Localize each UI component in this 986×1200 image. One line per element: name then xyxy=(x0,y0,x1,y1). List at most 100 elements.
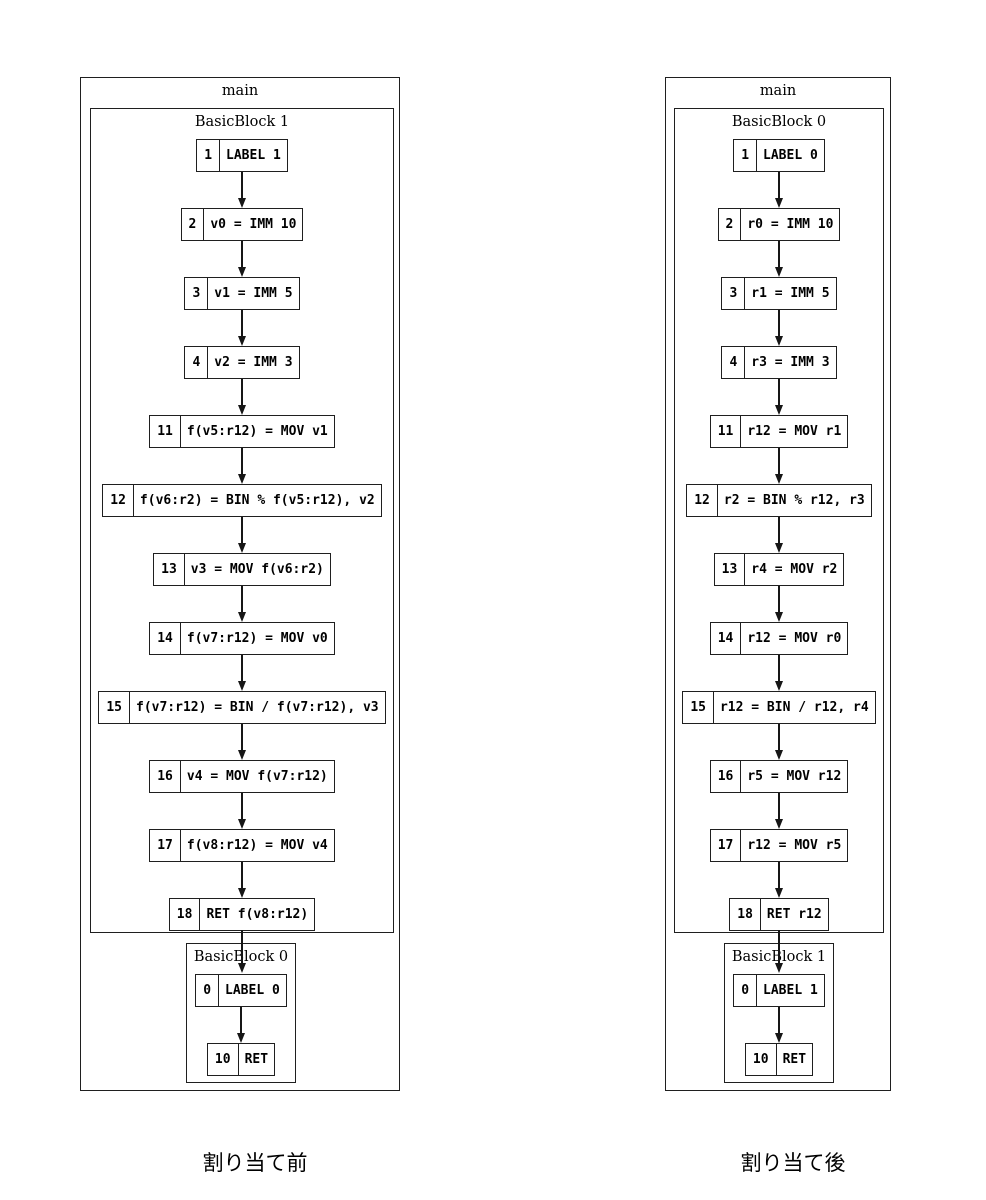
instruction-text: f(v5:r12) = MOV v1 xyxy=(186,424,328,439)
instruction-text: r12 = MOV r0 xyxy=(747,631,842,646)
arrowhead-icon xyxy=(236,1033,245,1043)
instruction-node: 13 v3 = MOV f(v6:r2) xyxy=(153,553,331,586)
edge-line xyxy=(241,862,243,889)
edge-line xyxy=(778,655,780,682)
edge-arrow xyxy=(236,793,248,829)
edge-arrow xyxy=(773,379,785,415)
edge-arrow xyxy=(236,586,248,622)
instruction-text: v2 = IMM 3 xyxy=(214,355,293,370)
graph-title: main xyxy=(221,83,259,99)
instruction-text: r12 = MOV r5 xyxy=(747,838,842,853)
edge-line xyxy=(240,1007,242,1034)
arrowhead-icon xyxy=(237,681,246,691)
edge-arrow xyxy=(235,1007,247,1043)
arrowhead-icon xyxy=(774,819,783,829)
edge-arrow xyxy=(773,793,785,829)
instruction-text: r2 = BIN % r12, r3 xyxy=(723,493,865,508)
instruction-node: 16 v4 = MOV f(v7:r12) xyxy=(149,760,335,793)
instruction-text: RET r12 xyxy=(766,907,822,922)
instruction-text: RET f(v8:r12) xyxy=(206,907,309,922)
instruction-id: 13 xyxy=(154,554,185,585)
instruction-text: f(v7:r12) = MOV v0 xyxy=(186,631,328,646)
arrowhead-icon xyxy=(774,267,783,277)
edge-arrow xyxy=(773,586,785,622)
edge-arrow xyxy=(773,724,785,760)
edge-arrow xyxy=(236,724,248,760)
arrowhead-icon xyxy=(237,336,246,346)
edge-arrow xyxy=(773,930,785,973)
arrowhead-icon xyxy=(774,963,783,973)
instruction-id: 13 xyxy=(715,554,746,585)
edge-line xyxy=(778,172,780,199)
arrowhead-icon xyxy=(774,681,783,691)
edge-line xyxy=(778,930,780,964)
basic-block-title: BasicBlock 0 xyxy=(731,114,827,130)
edge-line xyxy=(778,310,780,337)
instruction-text: r4 = MOV r2 xyxy=(751,562,838,577)
instruction-text: r3 = IMM 3 xyxy=(751,355,830,370)
instruction-text: f(v6:r2) = BIN % f(v5:r12), v2 xyxy=(139,493,375,508)
instruction-id: 16 xyxy=(150,761,181,792)
edge-arrow xyxy=(236,310,248,346)
instruction-text: v4 = MOV f(v7:r12) xyxy=(186,769,328,784)
instruction-text: LABEL 0 xyxy=(225,983,280,998)
basic-block-title: BasicBlock 0 xyxy=(193,949,289,965)
edge-arrow xyxy=(236,379,248,415)
arrowhead-icon xyxy=(774,612,783,622)
edge-arrow xyxy=(773,448,785,484)
edge-arrow xyxy=(773,862,785,898)
edge-arrow xyxy=(236,172,248,208)
instruction-id: 2 xyxy=(719,209,742,240)
instruction-text: v3 = MOV f(v6:r2) xyxy=(190,562,324,577)
instruction-node: 2 r0 = IMM 10 xyxy=(717,208,841,241)
instruction-text: r5 = MOV r12 xyxy=(747,769,842,784)
instruction-id: 0 xyxy=(734,975,758,1006)
edge-line xyxy=(778,1007,780,1034)
instruction-text: r0 = IMM 10 xyxy=(747,217,834,232)
instruction-id: 12 xyxy=(103,485,134,516)
edge-line xyxy=(241,655,243,682)
instruction-text: v0 = IMM 10 xyxy=(210,217,297,232)
arrowhead-icon xyxy=(774,336,783,346)
instruction-id: 17 xyxy=(711,830,742,861)
edge-line xyxy=(241,724,243,751)
arrowhead-icon xyxy=(237,750,246,760)
edge-line xyxy=(241,930,243,964)
edge-arrow xyxy=(773,1007,785,1043)
arrowhead-icon xyxy=(237,819,246,829)
edge-arrow xyxy=(236,241,248,277)
edge-arrow xyxy=(773,172,785,208)
edge-line xyxy=(778,448,780,475)
edge-line xyxy=(241,586,243,613)
instruction-text: RET xyxy=(782,1052,807,1067)
edge-arrow xyxy=(236,862,248,898)
instruction-text: r12 = MOV r1 xyxy=(747,424,842,439)
edge-line xyxy=(778,793,780,820)
arrowhead-icon xyxy=(237,474,246,484)
edge-arrow xyxy=(773,310,785,346)
edge-line xyxy=(241,310,243,337)
instruction-id: 12 xyxy=(687,485,718,516)
edge-line xyxy=(241,379,243,406)
edge-arrow xyxy=(236,517,248,553)
edge-line xyxy=(778,862,780,889)
instruction-id: 0 xyxy=(196,975,220,1006)
instruction-node: 12 f(v6:r2) = BIN % f(v5:r12), v2 xyxy=(102,484,382,517)
instruction-text: v1 = IMM 5 xyxy=(214,286,293,301)
edge-line xyxy=(778,379,780,406)
instruction-id: 17 xyxy=(150,830,181,861)
